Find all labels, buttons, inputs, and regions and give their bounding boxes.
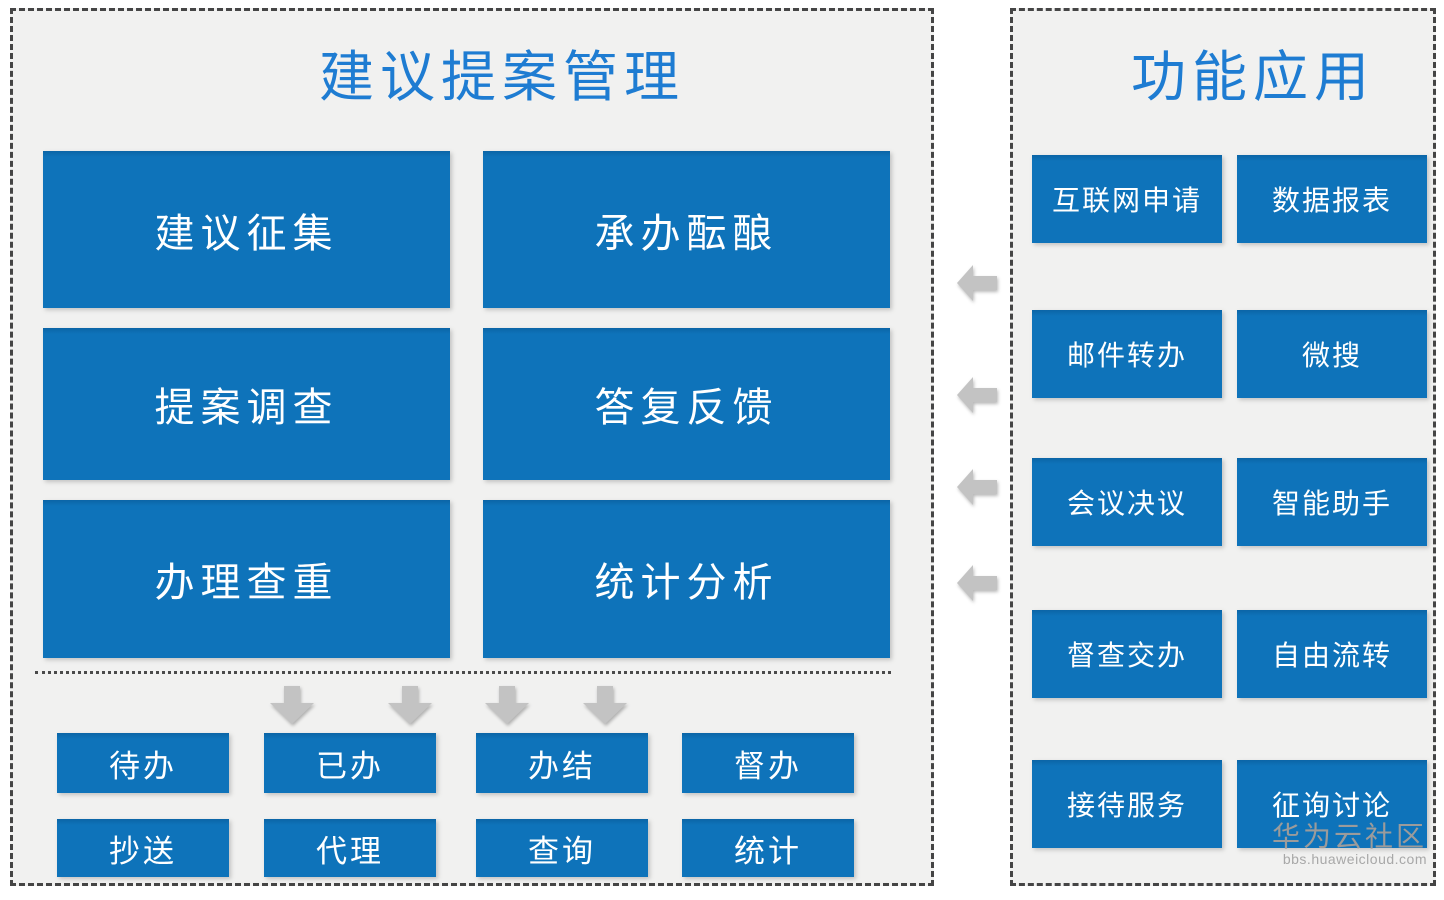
status-box: 待办 (57, 733, 229, 793)
panel-title: 功能应用 (1130, 47, 1375, 108)
app-box: 征询讨论 (1237, 760, 1427, 848)
down-arrow-icon (270, 686, 314, 724)
module-box: 建议征集 (43, 151, 450, 308)
status-box: 统计 (682, 819, 854, 877)
status-box: 已办 (264, 733, 436, 793)
app-box: 接待服务 (1032, 760, 1222, 848)
app-box: 自由流转 (1237, 610, 1427, 698)
separator-dotted-line (35, 671, 891, 674)
module-box: 承办酝酿 (483, 151, 890, 308)
proposal-management-panel: 建议提案管理 建议征集 承办酝酿 提案调查 答复反馈 办理查重 统计分析 待办 … (10, 8, 934, 886)
left-arrow-icon (957, 263, 997, 303)
watermark: 华为云社区 bbs.huaweicloud.com (1271, 820, 1427, 867)
watermark-community-name: 华为云社区 (1271, 820, 1427, 852)
status-box: 办结 (476, 733, 648, 793)
app-box: 互联网申请 (1032, 155, 1222, 243)
app-box: 微搜 (1237, 310, 1427, 398)
down-arrow-icon (485, 686, 529, 724)
app-box: 督查交办 (1032, 610, 1222, 698)
app-box: 数据报表 (1237, 155, 1427, 243)
app-box: 智能助手 (1237, 458, 1427, 546)
module-box: 统计分析 (483, 500, 890, 658)
left-arrow-icon (957, 375, 997, 415)
left-arrow-icon (957, 467, 997, 507)
module-box: 提案调查 (43, 328, 450, 480)
module-box: 答复反馈 (483, 328, 890, 480)
app-box: 会议决议 (1032, 458, 1222, 546)
watermark-site-url: bbs.huaweicloud.com (1282, 851, 1427, 867)
module-box: 办理查重 (43, 500, 450, 658)
down-arrow-icon (583, 686, 627, 724)
status-box: 督办 (682, 733, 854, 793)
status-box: 查询 (476, 819, 648, 877)
left-arrow-icon (957, 563, 997, 603)
function-application-panel: 功能应用 互联网申请 数据报表 邮件转办 微搜 会议决议 智能助手 督查交办 自… (1010, 8, 1436, 886)
panel-title: 建议提案管理 (318, 47, 685, 108)
status-box: 抄送 (57, 819, 229, 877)
status-box: 代理 (264, 819, 436, 877)
app-box: 邮件转办 (1032, 310, 1222, 398)
down-arrow-icon (388, 686, 432, 724)
